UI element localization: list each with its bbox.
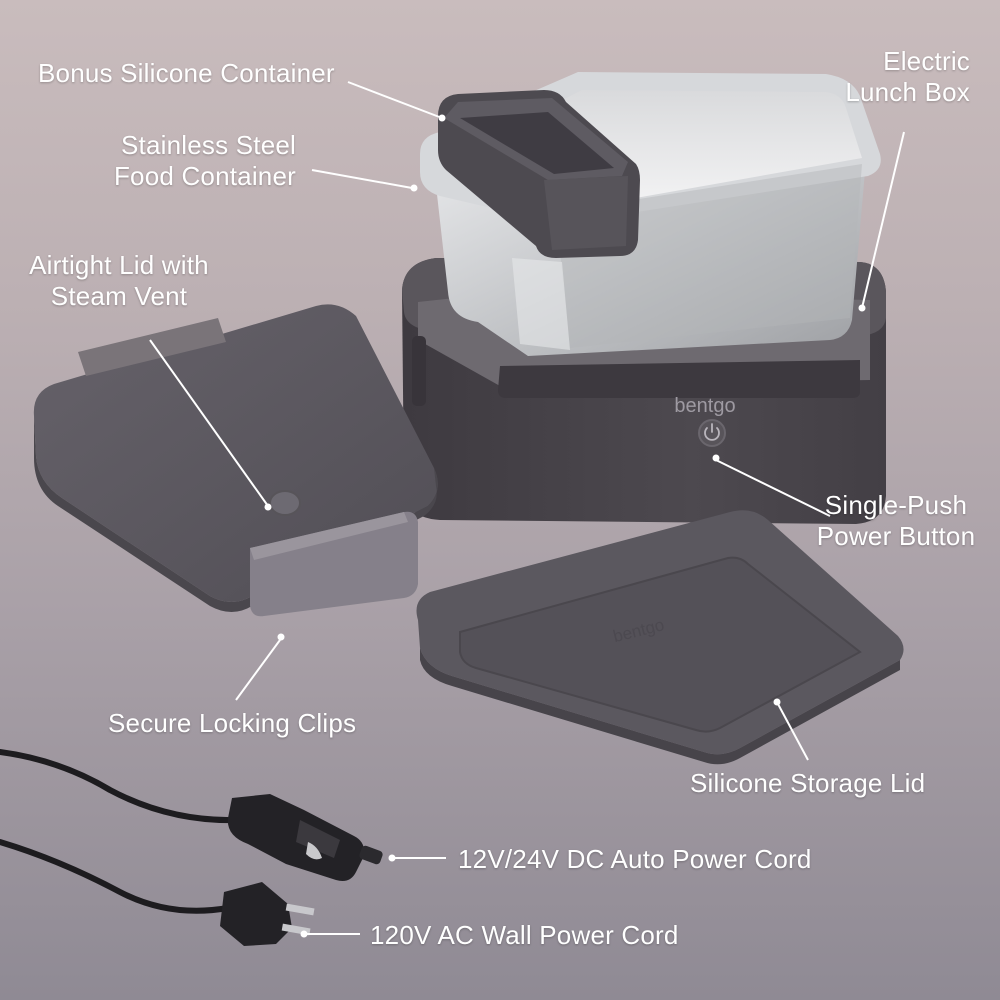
label-stainless-steel-container: Stainless Steel Food Container <box>96 130 296 192</box>
label-stainless-line1: Stainless Steel <box>121 130 296 160</box>
bottom-locking-clip[interactable] <box>250 511 418 617</box>
leader-electric <box>861 131 905 309</box>
label-airtight-line2: Steam Vent <box>50 281 188 311</box>
label-electric-lunch-box: Electric Lunch Box <box>820 46 970 108</box>
leader-airtight <box>149 339 269 507</box>
label-dc-cord-text: 12V/24V DC Auto Power Cord <box>458 844 812 874</box>
car-plug-icon <box>227 794 383 881</box>
label-bonus-silicone-container: Bonus Silicone Container <box>38 58 335 89</box>
label-power-line1: Single-Push <box>824 490 968 520</box>
label-stainless-line2: Food Container <box>113 161 296 191</box>
side-handle <box>412 336 426 406</box>
steam-vent[interactable] <box>269 490 301 516</box>
label-power-line2: Power Button <box>816 521 976 551</box>
label-ac-cord-text: 120V AC Wall Power Cord <box>370 920 679 950</box>
leader-locking-clips <box>235 639 281 701</box>
label-ac-cord: 120V AC Wall Power Cord <box>370 920 679 951</box>
leader-stainless <box>311 169 413 189</box>
label-airtight-lid: Airtight Lid with Steam Vent <box>14 250 224 312</box>
bentgo-logo: bentgo <box>674 395 735 417</box>
dc-auto-power-cord <box>0 749 383 881</box>
leader-power-button <box>715 459 831 517</box>
label-dc-cord: 12V/24V DC Auto Power Cord <box>458 844 812 875</box>
leader-storage-lid <box>777 703 809 761</box>
label-airtight-line1: Airtight Lid with <box>29 250 209 280</box>
wall-plug-icon <box>220 882 315 946</box>
label-locking-clips: Secure Locking Clips <box>108 708 356 739</box>
ac-wall-power-cord <box>0 839 315 946</box>
silicone-storage-lid: bentgo <box>416 510 904 765</box>
label-locking-clips-text: Secure Locking Clips <box>108 708 357 738</box>
leader-bonus-silicone <box>347 81 443 119</box>
airtight-lid <box>33 304 438 617</box>
label-storage-lid-text: Silicone Storage Lid <box>690 768 926 798</box>
bonus-silicone-container <box>438 90 640 258</box>
power-icon <box>704 423 720 441</box>
label-storage-lid: Silicone Storage Lid <box>690 768 925 799</box>
label-power-button: Single-Push Power Button <box>806 490 986 552</box>
top-locking-clip[interactable] <box>78 318 226 376</box>
leader-lines <box>149 81 905 938</box>
power-button[interactable] <box>698 419 726 447</box>
label-electric-line2: Lunch Box <box>845 77 970 107</box>
label-electric-line1: Electric <box>883 46 970 76</box>
label-bonus-silicone-text: Bonus Silicone Container <box>38 58 335 88</box>
